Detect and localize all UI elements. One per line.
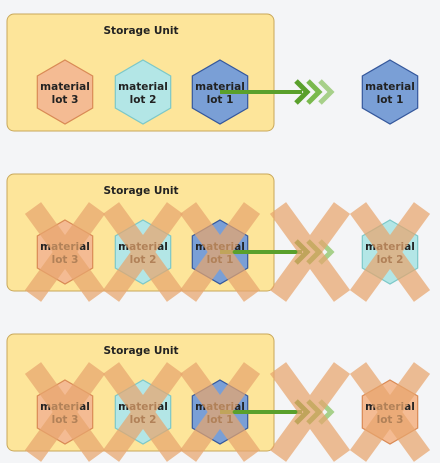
hexagon-shape <box>361 59 419 125</box>
hexagon-shape <box>36 59 94 125</box>
flow-arrow <box>220 79 335 105</box>
chevron-icon <box>306 79 323 105</box>
lot-label-line2: lot 2 <box>130 94 157 106</box>
lot-label-line2: lot 3 <box>52 94 79 106</box>
storage-unit-title: Storage Unit <box>104 25 179 37</box>
cross-mark-3 <box>179 362 261 462</box>
cross-mark-4 <box>269 362 351 462</box>
cross-mark-5 <box>349 362 431 462</box>
cross-mark-4 <box>269 202 351 302</box>
cross-mark-1 <box>24 362 106 462</box>
lot-label-line1: material <box>365 81 415 93</box>
cross-mark-5 <box>349 202 431 302</box>
cross-mark-2 <box>102 202 184 302</box>
storage-unit-title: Storage Unit <box>104 185 179 197</box>
lot-label-line2: lot 1 <box>207 94 234 106</box>
storage-unit-title: Storage Unit <box>104 345 179 357</box>
lot-label-line1: material <box>118 81 168 93</box>
cross-mark-2 <box>102 362 184 462</box>
cross-mark-3 <box>179 202 261 302</box>
chevron-icon <box>294 79 311 105</box>
chevron-icon <box>318 79 335 105</box>
hexagon-shape <box>114 59 172 125</box>
cross-mark-1 <box>24 202 106 302</box>
lot-label-line2: lot 1 <box>377 94 404 106</box>
lot-label-line1: material <box>40 81 90 93</box>
